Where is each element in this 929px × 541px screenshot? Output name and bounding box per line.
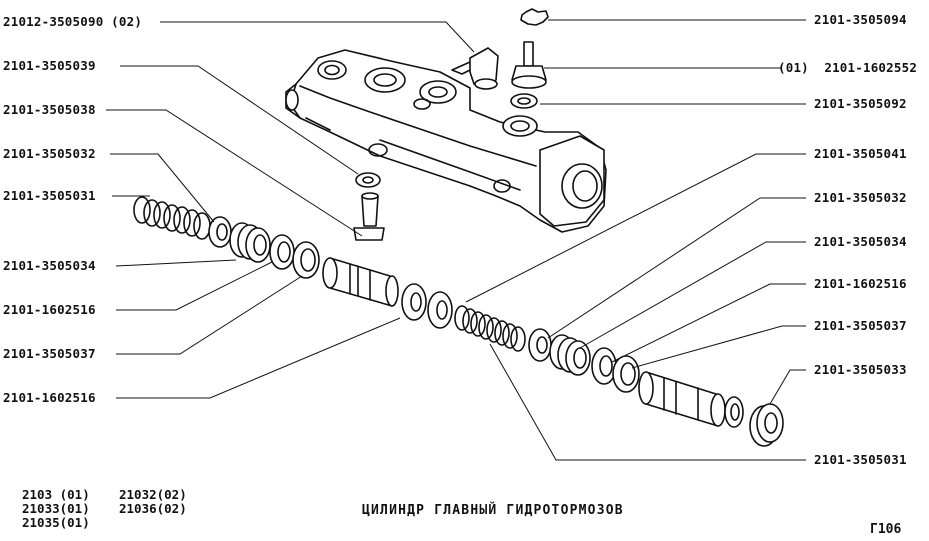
applicability-cell: 21035(01) — [22, 515, 90, 530]
part-label-spring-center: 2101-3505031 — [814, 452, 907, 467]
part-label-washer: 2101-3505039 — [3, 58, 96, 73]
part-label-seal: 2101-3505034 — [3, 258, 96, 273]
retaining-ring — [520, 8, 549, 26]
part-label-bushing-right: 2101-3505037 — [814, 318, 907, 333]
leader-lines — [106, 19, 806, 461]
straight-fitting — [511, 41, 547, 89]
part-label-washer-right: 2101-1602516 — [814, 276, 907, 291]
applicability-row: 2103 (01) 21032(02) — [22, 488, 187, 502]
washer-center-1 — [401, 283, 427, 321]
washer-top — [510, 93, 538, 109]
washer-center-2 — [427, 291, 453, 329]
part-label-housing: 2101-3505041 — [814, 146, 907, 161]
washer-mid — [355, 172, 381, 188]
part-label-plug: 2101-3505033 — [814, 362, 907, 377]
part-label-angled-fitting: 21012-3505090 (02) — [3, 14, 143, 29]
part-label-spring: 2101-3505031 — [3, 188, 96, 203]
part-label-seal-right: 2101-3505034 — [814, 234, 907, 249]
applicability-cell: 21032(02) — [119, 487, 187, 502]
part-label-washer-ring: 2101-1602516 — [3, 302, 96, 317]
part-label-washer-ring-2: 2101-1602516 — [3, 390, 96, 405]
cylinder-housing — [285, 49, 607, 233]
part-label-cup-right: 2101-3505032 — [814, 190, 907, 205]
part-label-washer-top: 2101-3505092 — [814, 96, 907, 111]
seal-ring-right — [549, 334, 591, 376]
part-label-straight-fitting: (01) 2101-1602552 — [778, 60, 918, 75]
applicability-cell: 21036(02) — [119, 501, 187, 516]
page-number: Г106 — [870, 522, 902, 537]
part-label-ring: 2101-3505094 — [814, 12, 907, 27]
piston-primary — [322, 257, 399, 307]
stop-bolt — [353, 192, 385, 241]
diagram-title: ЦИЛИНДР ГЛАВНЫЙ ГИДРОТОРМОЗОВ — [362, 503, 624, 518]
part-label-bolt: 2101-3505038 — [3, 102, 96, 117]
piston-secondary — [638, 371, 744, 428]
part-label-bushing: 2101-3505037 — [3, 346, 96, 361]
angled-fitting — [451, 47, 499, 90]
spring-center — [454, 305, 526, 352]
applicability-row: 21033(01) 21036(02) — [22, 502, 187, 516]
applicability-table: 2103 (01) 21032(02) 21033(01) 21036(02) … — [22, 488, 187, 530]
seal-ring-left — [229, 222, 271, 263]
applicability-cell: 2103 (01) — [22, 487, 90, 502]
part-label-cup: 2101-3505032 — [3, 146, 96, 161]
applicability-row: 21035(01) — [22, 516, 187, 530]
end-plug — [749, 403, 784, 447]
applicability-cell: 21033(01) — [22, 501, 90, 516]
